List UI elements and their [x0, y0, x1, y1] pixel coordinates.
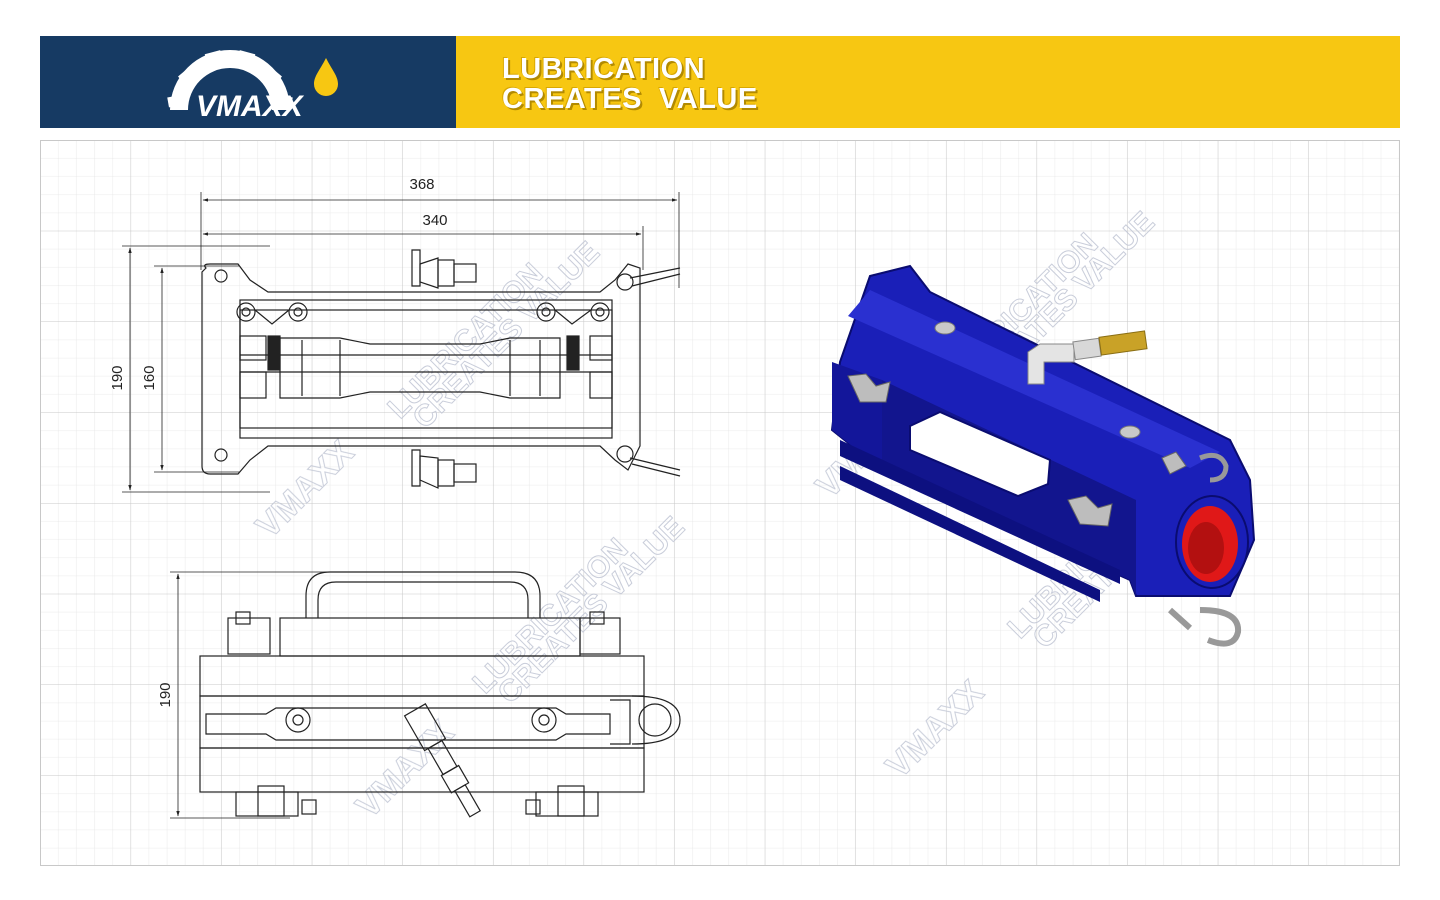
- slogan-line-1: LUBRICATION: [502, 53, 706, 85]
- slogan-panel: LUBRICATION CREATES VALUE: [456, 36, 1400, 128]
- dim-190-top: 190: [109, 365, 126, 390]
- side-view: [170, 571, 681, 819]
- isometric-render: [830, 264, 1256, 647]
- brand-panel: VMAXX: [40, 36, 456, 128]
- technical-drawing: LUBRICATION CREATES VALUE LUBRICATION CR…: [40, 140, 1400, 866]
- header-banner: VMAXX LUBRICATION CREATES VALUE: [40, 36, 1400, 128]
- dim-190-side: 190: [157, 682, 174, 707]
- top-view: [122, 192, 681, 493]
- drawing-canvas: LUBRICATION CREATES VALUE LUBRICATION CR…: [40, 140, 1400, 866]
- vmaxx-logo: VMAXX: [167, 50, 338, 120]
- slogan: LUBRICATION CREATES VALUE: [502, 54, 758, 114]
- dim-340: 340: [422, 212, 447, 229]
- dim-368: 368: [409, 176, 434, 193]
- slogan-line-2: CREATES VALUE: [502, 83, 758, 115]
- brand-text: VMAXX: [196, 90, 305, 120]
- dim-160: 160: [141, 365, 158, 390]
